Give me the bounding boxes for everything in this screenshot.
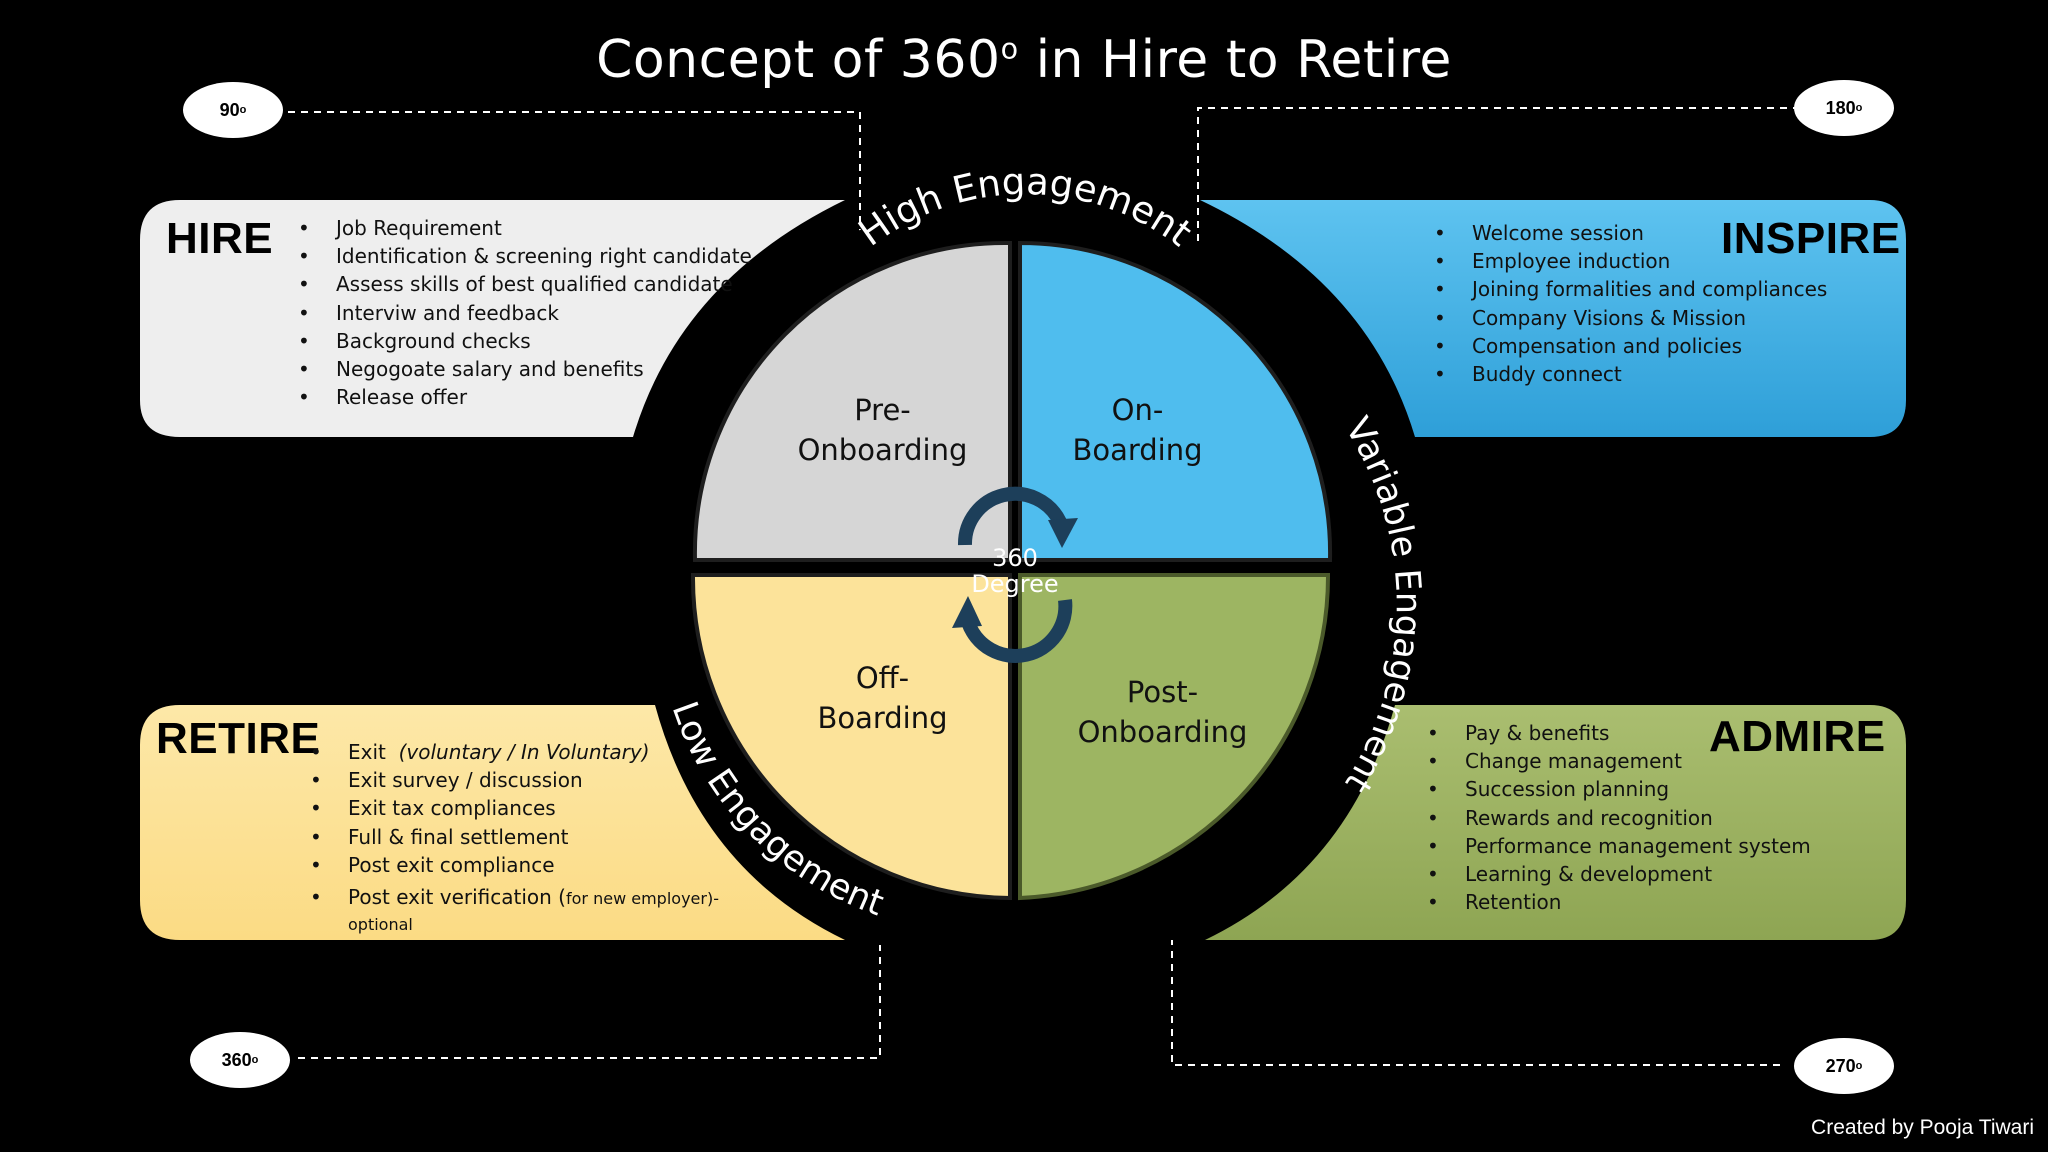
list-item: Full & final settlement bbox=[310, 823, 719, 851]
list-item: Compensation and policies bbox=[1434, 332, 1827, 360]
connector-90 bbox=[288, 111, 861, 282]
center-line1: 360 bbox=[992, 544, 1038, 572]
list-item: Post exit compliance bbox=[310, 851, 719, 879]
list-item: Post exit verification (for new employer… bbox=[310, 883, 719, 913]
badge-360-sup: o bbox=[251, 1054, 259, 1066]
list-item: Exit (voluntary / In Voluntary) bbox=[310, 738, 719, 766]
admire-list: Pay & benefits Change management Success… bbox=[1427, 719, 1811, 917]
pre-line2: Onboarding bbox=[797, 433, 968, 467]
label-pre-onboarding: Pre- Onboarding bbox=[760, 390, 1005, 470]
list-item: Release offer bbox=[298, 383, 752, 411]
post-line2: Onboarding bbox=[1077, 715, 1248, 749]
on-line1: On- bbox=[1111, 393, 1164, 427]
list-item: Interviw and feedback bbox=[298, 299, 752, 327]
list-item: Change management bbox=[1427, 747, 1811, 775]
badge-270-sup: o bbox=[1855, 1060, 1863, 1072]
hire-list: Job Requirement Identification & screeni… bbox=[298, 214, 752, 412]
label-on-boarding: On- Boarding bbox=[1015, 390, 1260, 470]
list-item: Buddy connect bbox=[1434, 360, 1827, 388]
retire-last-main: Post exit verification ( bbox=[348, 884, 566, 909]
quadrant-pre-onboarding bbox=[692, 240, 1012, 562]
credit-text: Created by Pooja Tiwari bbox=[1811, 1116, 2034, 1139]
on-line2: Boarding bbox=[1072, 433, 1203, 467]
list-item: Learning & development bbox=[1427, 860, 1811, 888]
list-item: Welcome session bbox=[1434, 219, 1827, 247]
post-line1: Post- bbox=[1126, 675, 1199, 709]
badge-270-value: 270 bbox=[1825, 1055, 1856, 1076]
list-item: Assess skills of best qualified candidat… bbox=[298, 270, 752, 298]
retire-last-small: for new employer)- bbox=[566, 888, 719, 908]
off-line1: Off- bbox=[855, 661, 910, 695]
label-post-onboarding: Post- Onboarding bbox=[1040, 672, 1285, 752]
arrowhead-right bbox=[1048, 518, 1078, 548]
page-title: Concept of 360o in Hire to Retire bbox=[0, 30, 2048, 90]
center-line2: Degree bbox=[971, 570, 1059, 598]
pre-line1: Pre- bbox=[854, 393, 911, 427]
list-item-continued: optional bbox=[348, 913, 719, 935]
quadrant-post-onboarding bbox=[1018, 573, 1331, 901]
list-item: Negogoate salary and benefits bbox=[298, 355, 752, 383]
list-item: Performance management system bbox=[1427, 832, 1811, 860]
list-item: Rewards and recognition bbox=[1427, 804, 1811, 832]
center-360-label: 360 Degree bbox=[950, 545, 1080, 597]
badge-90-sup: o bbox=[239, 104, 247, 116]
retire-list: Exit (voluntary / In Voluntary) Exit sur… bbox=[310, 738, 719, 935]
cycle-arrows-icon bbox=[957, 486, 1073, 663]
list-item: Pay & benefits bbox=[1427, 719, 1811, 747]
list-item: Job Requirement bbox=[298, 214, 752, 242]
badge-180-sup: o bbox=[1855, 102, 1863, 114]
list-item: Background checks bbox=[298, 327, 752, 355]
title-sup: o bbox=[1000, 31, 1019, 66]
label-off-boarding: Off- Boarding bbox=[760, 658, 1005, 738]
retire-heading: RETIRE bbox=[156, 714, 321, 763]
retire-item0-prefix: Exit bbox=[348, 740, 386, 764]
list-item: Joining formalities and compliances bbox=[1434, 275, 1827, 303]
retire-last-small2: optional bbox=[348, 914, 413, 934]
quadrant-off-boarding bbox=[690, 573, 1012, 901]
title-suffix: in Hire to Retire bbox=[1018, 30, 1452, 90]
arrowhead-left bbox=[952, 596, 982, 628]
badge-90-value: 90 bbox=[219, 99, 240, 120]
connector-360 bbox=[298, 945, 881, 1059]
quadrant-on-boarding bbox=[1018, 240, 1333, 562]
title-text: Concept of 360 bbox=[596, 30, 1001, 90]
list-item: Identification & screening right candida… bbox=[298, 242, 752, 270]
inspire-list: Welcome session Employee induction Joini… bbox=[1434, 219, 1827, 388]
badge-360-value: 360 bbox=[221, 1049, 252, 1070]
badge-180-value: 180 bbox=[1825, 97, 1856, 118]
dashed-connectors bbox=[288, 107, 1800, 1066]
list-item: Employee induction bbox=[1434, 247, 1827, 275]
list-item: Company Visions & Mission bbox=[1434, 304, 1827, 332]
hire-heading: HIRE bbox=[166, 214, 274, 263]
off-line2: Boarding bbox=[817, 701, 948, 735]
connector-180 bbox=[1197, 107, 1800, 280]
connector-270 bbox=[1171, 940, 1780, 1066]
list-item: Exit survey / discussion bbox=[310, 766, 719, 794]
list-item: Retention bbox=[1427, 888, 1811, 916]
list-item: Exit tax compliances bbox=[310, 794, 719, 822]
retire-item0-italic: (voluntary / In Voluntary) bbox=[398, 740, 650, 764]
list-item: Succession planning bbox=[1427, 775, 1811, 803]
